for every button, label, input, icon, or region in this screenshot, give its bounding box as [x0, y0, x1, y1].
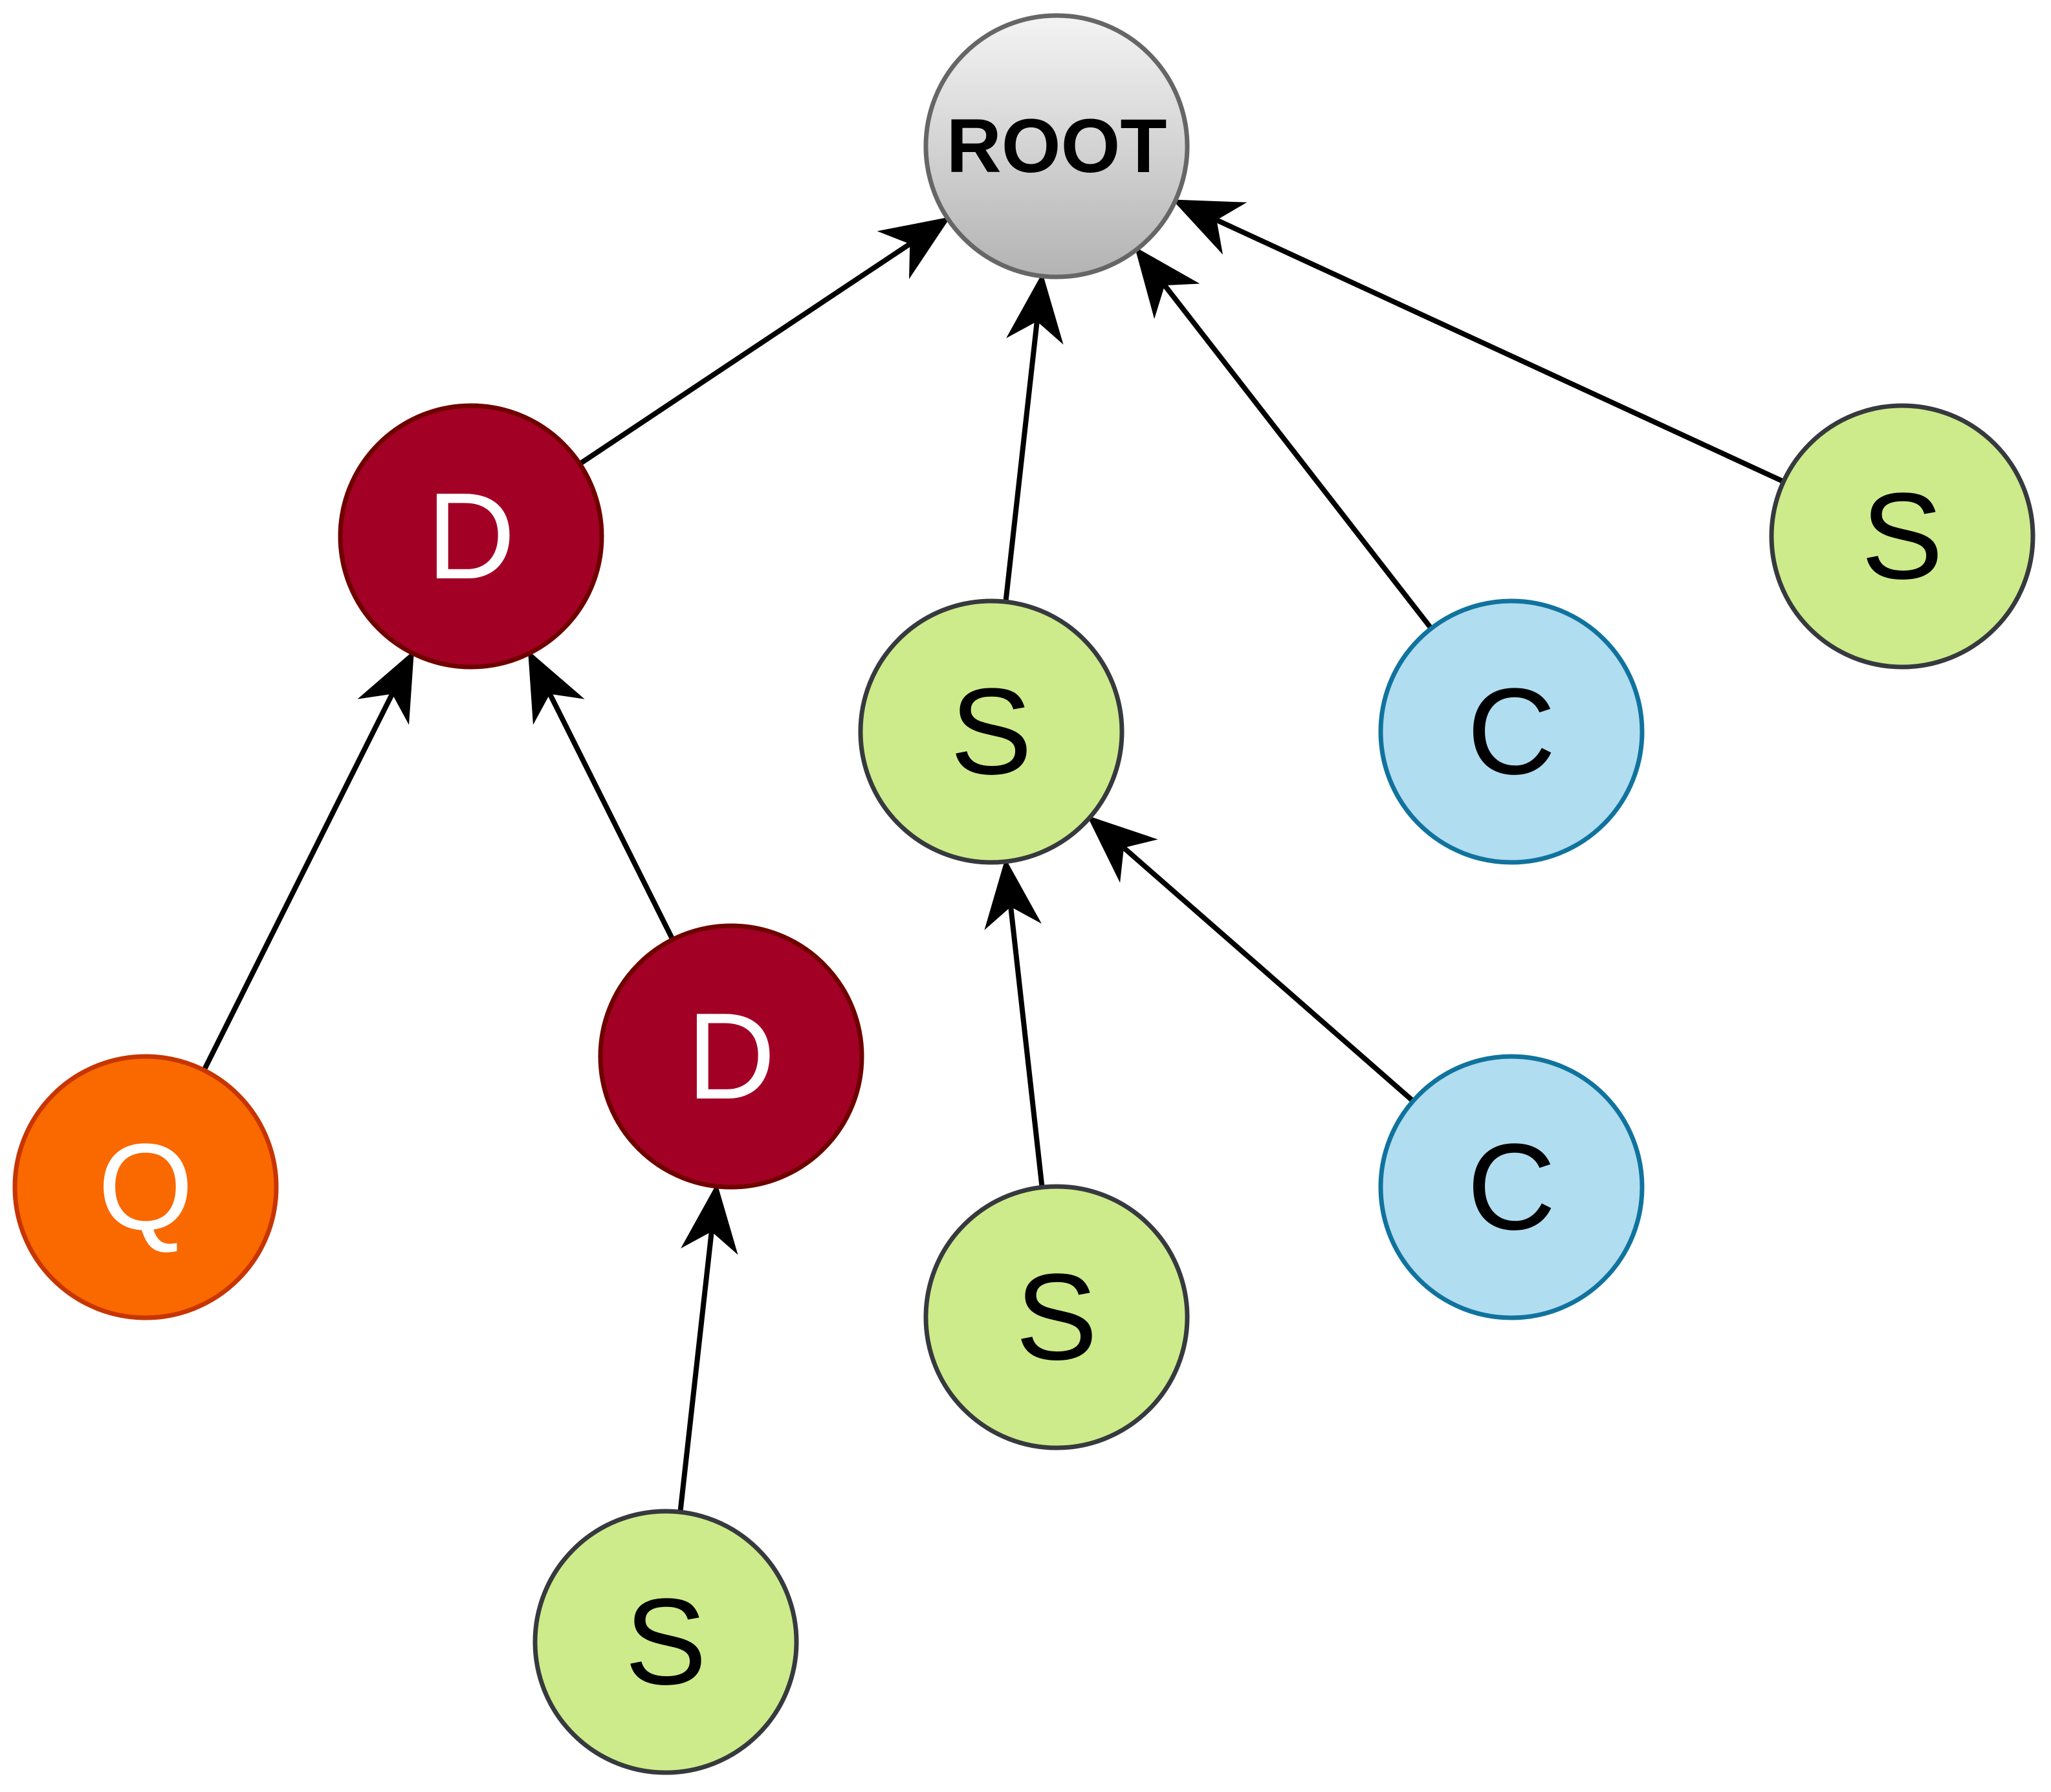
- node-c1: C: [1378, 598, 1645, 865]
- edge-s1-to-root: [1003, 272, 1064, 602]
- arrowhead: [984, 858, 1042, 930]
- arrowhead: [357, 650, 414, 725]
- node-label: D: [686, 988, 775, 1125]
- edge-c2-to-s1: [1087, 815, 1415, 1103]
- node-d1: D: [338, 403, 604, 670]
- node-circle: [532, 1509, 799, 1775]
- edge-line: [201, 691, 395, 1072]
- node-circle: [1769, 403, 2035, 670]
- node-d2: D: [598, 923, 864, 1190]
- node-circle: [12, 1054, 279, 1320]
- arrowhead: [1006, 272, 1064, 345]
- nodes-layer: ROOT D S C S Q D S C S: [12, 13, 2035, 1775]
- node-label: S: [950, 663, 1033, 800]
- edge-s2-to-root: [1172, 199, 1785, 485]
- arrowhead: [877, 217, 951, 279]
- arrowhead: [1172, 199, 1247, 255]
- node-q1: Q: [12, 1054, 279, 1320]
- edge-s3-to-s1: [984, 858, 1045, 1188]
- node-circle: [923, 13, 1190, 279]
- node-label: Q: [98, 1119, 193, 1256]
- node-circle: [1378, 1054, 1645, 1320]
- arrowhead: [1087, 815, 1158, 883]
- arrowhead: [1134, 246, 1200, 320]
- node-circle: [1378, 598, 1645, 865]
- edge-line: [1003, 319, 1040, 602]
- edge-q1-to-d1: [201, 650, 414, 1072]
- node-c2: C: [1378, 1054, 1645, 1320]
- edge-line: [677, 1229, 715, 1513]
- edge-line: [578, 241, 913, 466]
- edge-c1-to-root: [1134, 246, 1434, 630]
- arrowhead: [681, 1183, 738, 1255]
- arrowhead: [528, 650, 585, 725]
- edge-line: [1007, 904, 1045, 1188]
- node-label: S: [1016, 1249, 1098, 1386]
- node-s1: S: [858, 598, 1124, 865]
- node-circle: [923, 1184, 1190, 1450]
- edge-line: [1214, 217, 1785, 485]
- edge-line: [1161, 282, 1434, 630]
- node-label: C: [1467, 663, 1555, 800]
- edge-d2-to-d1: [528, 650, 675, 941]
- edge-d1-to-root: [578, 217, 951, 466]
- node-root: ROOT: [923, 13, 1190, 279]
- edge-line: [547, 691, 675, 941]
- node-s2: S: [1769, 403, 2035, 670]
- node-circle: [858, 598, 1124, 865]
- edge-s4-to-d2: [677, 1183, 738, 1513]
- node-s3: S: [923, 1184, 1190, 1450]
- node-label: ROOT: [947, 104, 1167, 189]
- edges-layer: [201, 199, 1785, 1513]
- node-label: S: [625, 1573, 707, 1710]
- edge-line: [1121, 844, 1415, 1103]
- node-circle: [338, 403, 604, 670]
- node-s4: S: [532, 1509, 799, 1775]
- node-label: C: [1467, 1119, 1555, 1256]
- node-circle: [598, 923, 864, 1190]
- node-label: S: [1861, 468, 1944, 605]
- node-label: D: [426, 468, 515, 605]
